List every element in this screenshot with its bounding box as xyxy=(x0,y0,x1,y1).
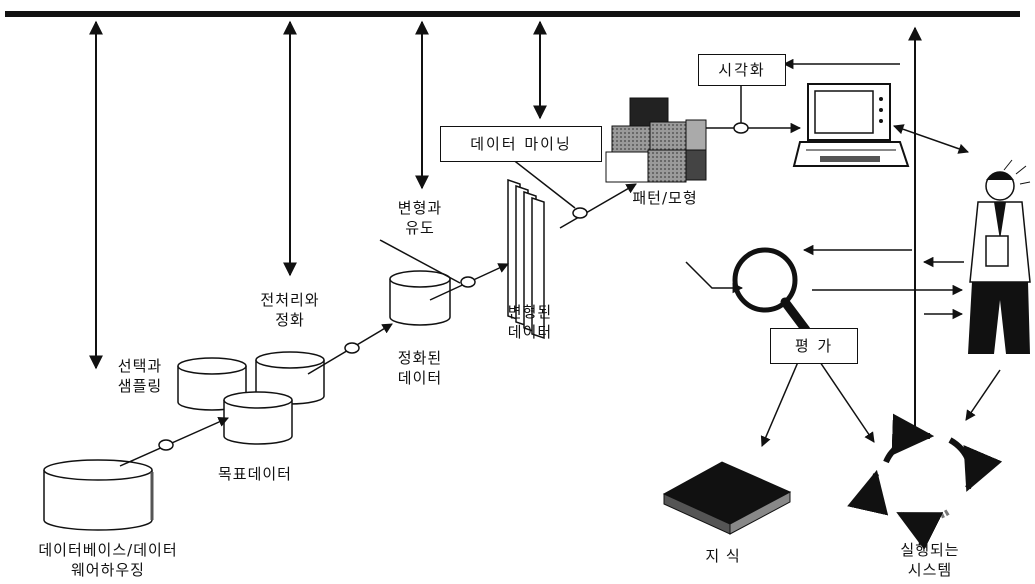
evaluation-label: 평 가 xyxy=(795,339,833,354)
cleaned-data-label: 정화된 데이터 xyxy=(380,348,460,388)
database-label: 데이터베이스/데이터 웨어하우징 xyxy=(8,540,208,580)
executed-system-label-line2: 시스템 xyxy=(882,560,978,580)
selection-label-line1: 선택과 xyxy=(100,356,180,376)
data-mining-box: 데이터 마이닝 xyxy=(440,126,602,162)
transform-label: 변형과 유도 xyxy=(380,198,460,238)
evaluation-arrows xyxy=(762,362,1000,446)
database-cylinder xyxy=(44,460,152,530)
computer-icon xyxy=(794,84,908,166)
cleaned-data-cylinder xyxy=(390,271,450,325)
evaluation-box: 평 가 xyxy=(770,328,858,364)
transform-label-line2: 유도 xyxy=(380,218,460,238)
selection-label-line2: 샘플링 xyxy=(100,376,180,396)
database-label-line1: 데이터베이스/데이터 xyxy=(8,540,208,560)
analyst-person-icon xyxy=(968,160,1030,354)
selection-label: 선택과 샘플링 xyxy=(100,356,180,396)
preprocess-label: 전처리와 정화 xyxy=(240,290,340,330)
data-mining-label: 데이터 마이닝 xyxy=(470,137,572,152)
user-computer-arrow xyxy=(894,126,968,152)
pattern-model-label: 패턴/모형 xyxy=(620,188,710,208)
transformed-data-label-line1: 변형된 xyxy=(490,302,570,322)
system-cycle-icon xyxy=(875,436,971,519)
visualization-label: 시각화 xyxy=(718,63,765,78)
visualization-box: 시각화 xyxy=(698,54,786,86)
executed-system-label: 실행되는 시스템 xyxy=(882,540,978,580)
knowledge-label: 지 식 xyxy=(688,546,758,566)
magnifier-icon xyxy=(735,250,806,330)
target-data-label: 목표데이터 xyxy=(200,464,310,484)
database-label-line2: 웨어하우징 xyxy=(8,560,208,580)
executed-system-label-line1: 실행되는 xyxy=(882,540,978,560)
preprocess-label-line2: 정화 xyxy=(240,310,340,330)
cleaned-data-label-line2: 데이터 xyxy=(380,368,460,388)
pattern-cubes xyxy=(606,98,706,182)
knowledge-book-icon xyxy=(664,462,790,534)
transformed-data-label-line2: 데이터 xyxy=(490,322,570,342)
transformed-data-label: 변형된 데이터 xyxy=(490,302,570,342)
preprocess-label-line1: 전처리와 xyxy=(240,290,340,310)
cleaned-data-label-line1: 정화된 xyxy=(380,348,460,368)
transform-label-line1: 변형과 xyxy=(380,198,460,218)
